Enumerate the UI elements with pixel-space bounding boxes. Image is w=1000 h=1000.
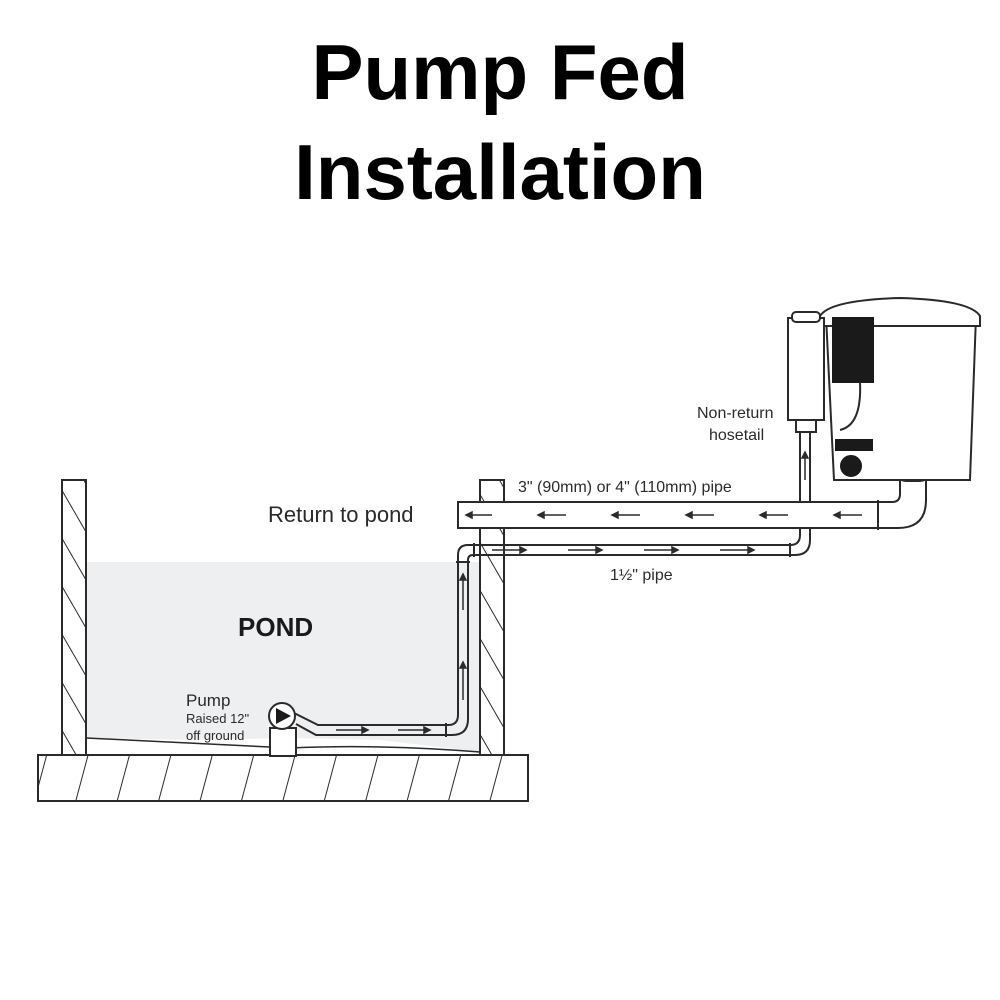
small-pipe-label: 1½" pipe bbox=[610, 567, 673, 584]
return-to-pond-label: Return to pond bbox=[268, 502, 414, 527]
pump-label-line-1: Pump bbox=[186, 691, 230, 710]
flow-arrows-small-pipe bbox=[336, 450, 810, 735]
non-return-label-line-1: Non-return bbox=[697, 405, 773, 422]
title-line-2: Installation bbox=[294, 128, 706, 216]
pipe-couplings bbox=[445, 543, 791, 737]
pump-stand bbox=[269, 727, 297, 757]
page-title: Pump Fed Installation bbox=[0, 22, 1000, 222]
pond-wall-left bbox=[61, 479, 87, 756]
pump-icon bbox=[268, 702, 296, 730]
large-pipe-label: 3" (90mm) or 4" (110mm) pipe bbox=[518, 479, 732, 496]
title-line-1: Pump Fed bbox=[311, 28, 689, 116]
pond-label: POND bbox=[238, 612, 313, 642]
pump-label-line-2: Raised 12" bbox=[186, 711, 250, 726]
pump-label-line-3: off ground bbox=[186, 728, 244, 743]
return-pipe bbox=[457, 454, 931, 530]
non-return-label-line-2: hosetail bbox=[709, 427, 764, 444]
flow-arrows-return-pipe bbox=[464, 510, 862, 520]
filter-unit bbox=[787, 296, 981, 481]
pond-water bbox=[86, 562, 480, 752]
ground-slab bbox=[37, 754, 529, 802]
small-pipe bbox=[291, 428, 811, 736]
